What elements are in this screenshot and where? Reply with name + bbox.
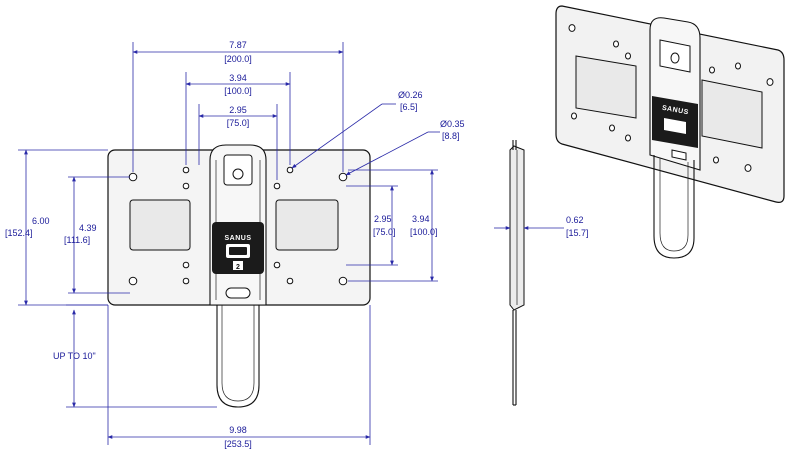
iso-bracket [649,17,701,171]
dim-large-hole-in: Ø0.35 [440,119,465,129]
iso-window-right [701,79,763,149]
dim-pattern-111-v-mm: [111.6] [64,235,90,245]
dim-pattern-75-h-mm: [75.0] [227,118,250,128]
dim-overall-width-mm: [200.0] [224,54,252,64]
front-bottom-slot [225,287,251,299]
front-view: SANUS 2 [107,144,371,408]
side-view: 0.62 [15.7] [494,140,589,406]
hole-pattern [273,261,281,269]
hole-pattern [286,166,294,174]
hole-pattern [182,166,190,174]
isometric-view: SANUS [555,5,785,259]
front-brand-label: SANUS [224,235,251,242]
hole-pattern [182,277,190,285]
front-holes [128,166,348,286]
dim-overall-height-in: 6.00 [32,216,50,226]
hole-corner-tr [338,172,348,182]
dim-small-hole-in: Ø0.26 [398,90,423,100]
dim-overall-width-in: 7.87 [229,40,247,50]
iso-window-left [575,55,637,119]
front-lock-number: 2 [236,264,240,271]
hole-corner-br [338,276,348,286]
iso-extension-loop [653,155,695,259]
hole-pattern [286,277,294,285]
dim-pattern-100-v-mm: [100.0] [410,227,438,237]
dim-small-hole-mm: [6.5] [400,102,418,112]
dim-pattern-100-v-in: 3.94 [412,214,430,224]
dim-pattern-111-v-in: 4.39 [79,223,97,233]
dim-pattern-75-v-mm: [75.0] [373,227,396,237]
hole-corner-bl [128,276,138,286]
dim-extension: UP TO 10" [53,351,96,361]
dim-overall-height-mm: [152.4] [5,228,33,238]
dim-pattern-100-h-mm: [100.0] [224,86,252,96]
hole-corner-tl [128,172,138,182]
iso-brand-label: SANUS [661,105,689,117]
dim-large-hole-mm: [8.8] [442,131,460,141]
hole-pattern [273,182,281,190]
dim-pattern-75-h-in: 2.95 [229,105,247,115]
front-window-left [129,199,191,251]
front-window-right [275,199,339,251]
dim-pattern-100-h-in: 3.94 [229,73,247,83]
dim-depth-mm: [15.7] [566,228,589,238]
dim-total-width-in: 9.98 [229,425,247,435]
hole-pattern [182,182,190,190]
front-dimensions: 7.87 [200.0] 3.94 [100.0] 2.95 [75.0] Ø0… [5,40,465,449]
hole-pattern [182,261,190,269]
dim-total-width-mm: [253.5] [224,439,252,449]
iso-holes [568,24,774,172]
dim-depth-in: 0.62 [566,215,584,225]
dim-pattern-75-v-in: 2.95 [374,214,392,224]
front-extension-loop [216,305,260,408]
